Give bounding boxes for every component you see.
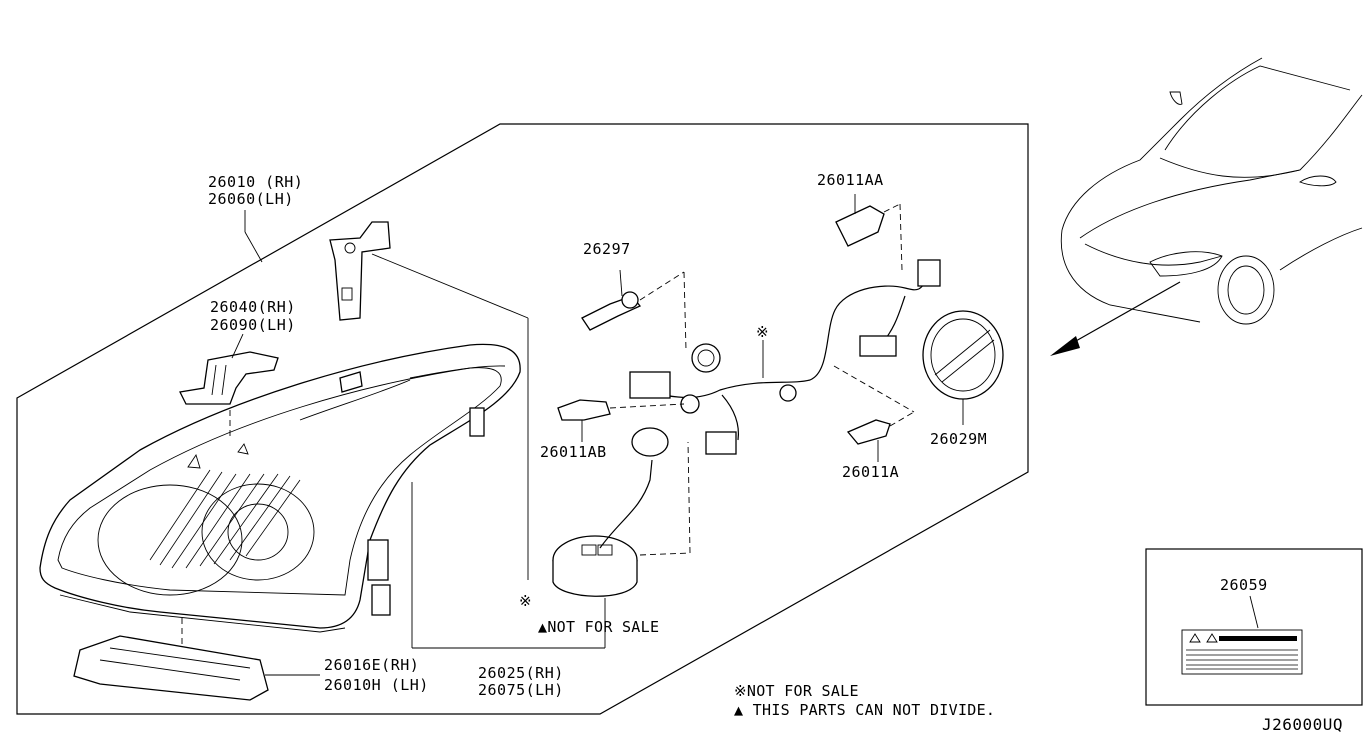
upper-bracket[interactable] xyxy=(329,221,391,321)
label-26016e-rh: 26016E(RH) xyxy=(324,656,419,674)
warning-triangle-icon xyxy=(1189,633,1218,643)
label-26011a: 26011A xyxy=(842,463,899,481)
cap-26029m[interactable] xyxy=(922,310,1004,425)
label-26075-lh: 26075(LH) xyxy=(478,681,564,699)
bulb-26011a[interactable] xyxy=(833,365,915,462)
legend: ※NOT FOR SALE ▲ THIS PARTS CAN NOT DIVID… xyxy=(734,682,995,719)
label-26011aa: 26011AA xyxy=(817,171,884,189)
asterisk-mark-ballast: ※ xyxy=(519,592,532,610)
side-bracket[interactable] xyxy=(179,351,279,440)
leader-lines xyxy=(231,210,764,676)
label-26090-lh: 26090(LH) xyxy=(210,316,296,334)
vehicle-sketch xyxy=(1050,57,1363,356)
wiring-harness[interactable] xyxy=(629,259,941,455)
label-26010h-lh: 26010H (LH) xyxy=(324,676,429,694)
label-26029m: 26029M xyxy=(930,430,987,448)
ballast-module[interactable] xyxy=(552,427,691,597)
caution-label-box[interactable]: 26059 xyxy=(1145,548,1363,706)
bulb-26297[interactable] xyxy=(581,269,687,351)
exploded-view-frame xyxy=(16,123,1029,715)
label-26060-lh: 26060(LH) xyxy=(208,190,294,208)
label-26059: 26059 xyxy=(1220,576,1268,594)
label-26040-rh: 26040(RH) xyxy=(210,298,296,316)
legend-not-for-sale: ※NOT FOR SALE xyxy=(734,682,859,700)
label-26297: 26297 xyxy=(583,240,631,258)
legend-cannot-divide: ▲ THIS PARTS CAN NOT DIVIDE. xyxy=(734,701,995,719)
label-26011ab: 26011AB xyxy=(540,443,607,461)
drawing-code: J26000UQ xyxy=(1262,715,1343,734)
bulb-26011ab[interactable] xyxy=(557,399,685,442)
lower-cover[interactable] xyxy=(73,618,269,701)
label-26010-rh: 26010 (RH) xyxy=(208,173,303,191)
inline-not-for-sale: ▲NOT FOR SALE xyxy=(538,618,659,636)
asterisk-mark-harness: ※ xyxy=(756,323,769,341)
bulb-26011aa[interactable] xyxy=(835,194,903,271)
headlamp-assembly[interactable] xyxy=(39,343,521,633)
label-26025-rh: 26025(RH) xyxy=(478,664,564,682)
part-labels: 26010 (RH) 26060(LH) 26040(RH) 26090(LH)… xyxy=(208,171,987,699)
